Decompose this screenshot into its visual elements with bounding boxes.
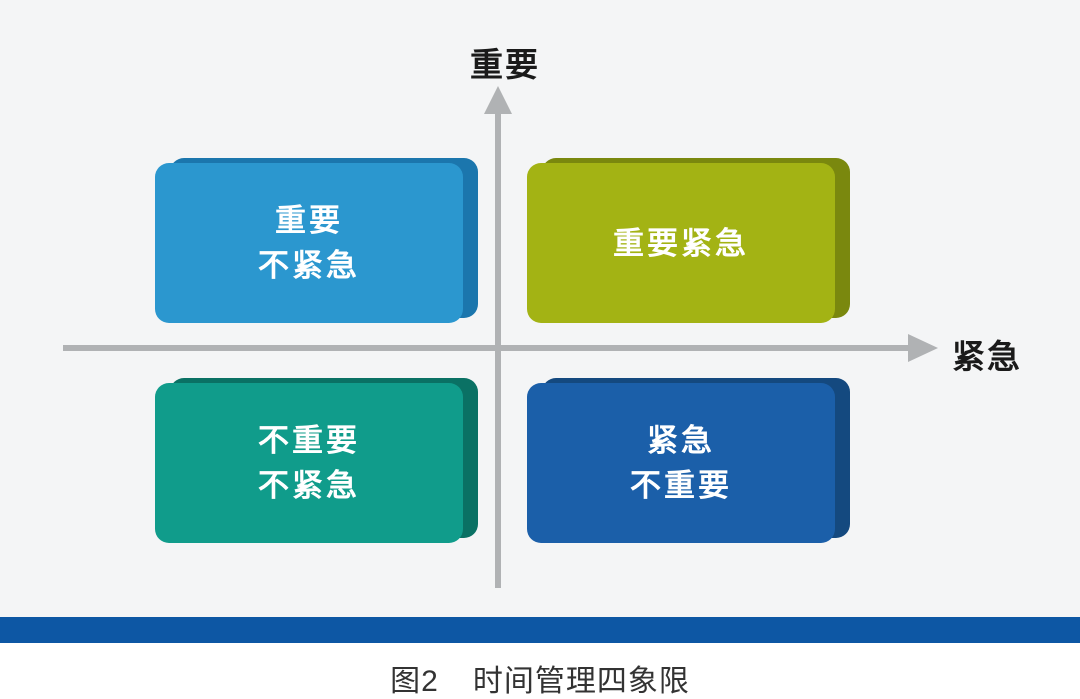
- quadrant-not-important-not-urgent: 不重要 不紧急: [155, 378, 478, 543]
- figure-title: 时间管理四象限: [472, 665, 690, 698]
- figure-caption: 图2 时间管理四象限: [0, 656, 1080, 699]
- quadrant-urgent-not-important: 紧急 不重要: [527, 378, 850, 543]
- quadrant-label-line: 不重要: [258, 423, 360, 458]
- quadrant-label-line: 重要紧急: [613, 225, 749, 261]
- quadrant-important-not-urgent: 重要 不紧急: [155, 158, 478, 323]
- quadrant-label-line: 紧急: [647, 423, 715, 458]
- quadrant-face: 不重要 不紧急: [155, 383, 463, 543]
- y-axis-label: 重要: [470, 46, 540, 83]
- y-axis-arrow-up-icon: [484, 86, 512, 114]
- quadrant-face: 紧急 不重要: [527, 383, 835, 543]
- quadrant-label-line: 不紧急: [258, 248, 360, 283]
- divider-bar: [0, 617, 1080, 643]
- quadrant-important-urgent: 重要紧急: [527, 158, 850, 323]
- quadrant-face: 重要 不紧急: [155, 163, 463, 323]
- quadrant-face: 重要紧急: [527, 163, 835, 323]
- diagram-canvas: 重要 紧急 重要 不紧急 重要紧急 不重要 不紧急: [0, 0, 1080, 617]
- x-axis-line: [63, 345, 908, 351]
- quadrant-label-line: 重要: [275, 203, 343, 238]
- figure-number: 图2: [390, 665, 439, 698]
- x-axis-arrow-right-icon: [908, 334, 938, 362]
- quadrant-label-line: 不重要: [630, 468, 732, 503]
- x-axis-label: 紧急: [952, 338, 1022, 375]
- quadrant-label-line: 不紧急: [258, 468, 360, 503]
